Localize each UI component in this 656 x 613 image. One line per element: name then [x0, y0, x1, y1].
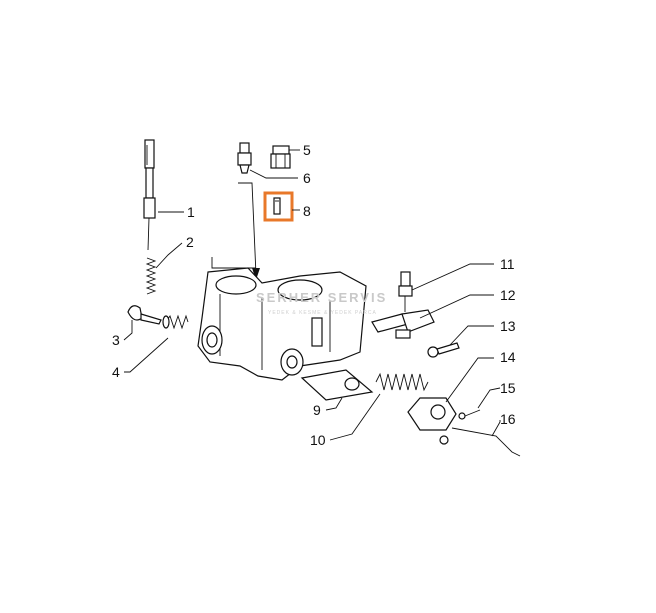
leader-14 — [445, 357, 494, 403]
leader-3 — [123, 320, 133, 341]
part-2-spring — [145, 257, 157, 295]
carburettor-body — [197, 267, 367, 381]
part-14-cover — [407, 397, 457, 445]
callout-6: 6 — [303, 170, 311, 186]
callout-12: 12 — [500, 287, 516, 303]
callout-13: 13 — [500, 318, 516, 334]
callout-2: 2 — [186, 234, 194, 250]
leader-11 — [411, 263, 494, 291]
callout-8: 8 — [303, 203, 311, 219]
callout-4: 4 — [112, 364, 120, 380]
leader-16 — [491, 420, 501, 437]
watermark-title: SERHER SERVIS — [256, 290, 387, 305]
leader-15 — [477, 387, 501, 409]
part-4-spring — [162, 314, 189, 330]
callout-1: 1 — [187, 204, 195, 220]
highlight-box — [263, 191, 294, 222]
callout-15: 15 — [500, 380, 516, 396]
leader-13 — [449, 325, 494, 346]
assembly-bracket — [211, 257, 256, 269]
callout-10: 10 — [310, 432, 326, 448]
leader-2 — [155, 242, 183, 269]
arrow-head-1 — [252, 268, 260, 280]
part-13-screw — [427, 342, 460, 358]
leader-9 — [325, 397, 343, 411]
callout-11: 11 — [500, 256, 515, 272]
leader-10 — [329, 393, 381, 441]
part-6-jet — [237, 142, 252, 174]
callout-14: 14 — [500, 349, 516, 365]
part-12-valve — [371, 309, 435, 339]
part-8-emulsion-tube — [263, 191, 294, 222]
part-16-rod — [451, 427, 521, 457]
callout-5: 5 — [303, 142, 311, 158]
assembly-arrow-1 — [238, 182, 257, 276]
leader-4 — [124, 337, 169, 373]
watermark-subtitle: YEDEK & KESME & YEDEK PARCA — [268, 310, 377, 316]
part-3-screw — [127, 305, 162, 325]
part-15-bolt — [458, 409, 481, 420]
part-11-needle — [398, 271, 413, 312]
leader-6 — [249, 169, 298, 179]
part-5-nut — [270, 145, 291, 169]
part-9-gasket — [300, 369, 374, 401]
callout-16: 16 — [500, 411, 516, 427]
part-10-spring — [375, 372, 429, 392]
callout-3: 3 — [112, 332, 120, 348]
callout-9: 9 — [313, 402, 321, 418]
part-1-needle — [143, 139, 156, 251]
leader-12 — [419, 294, 494, 319]
